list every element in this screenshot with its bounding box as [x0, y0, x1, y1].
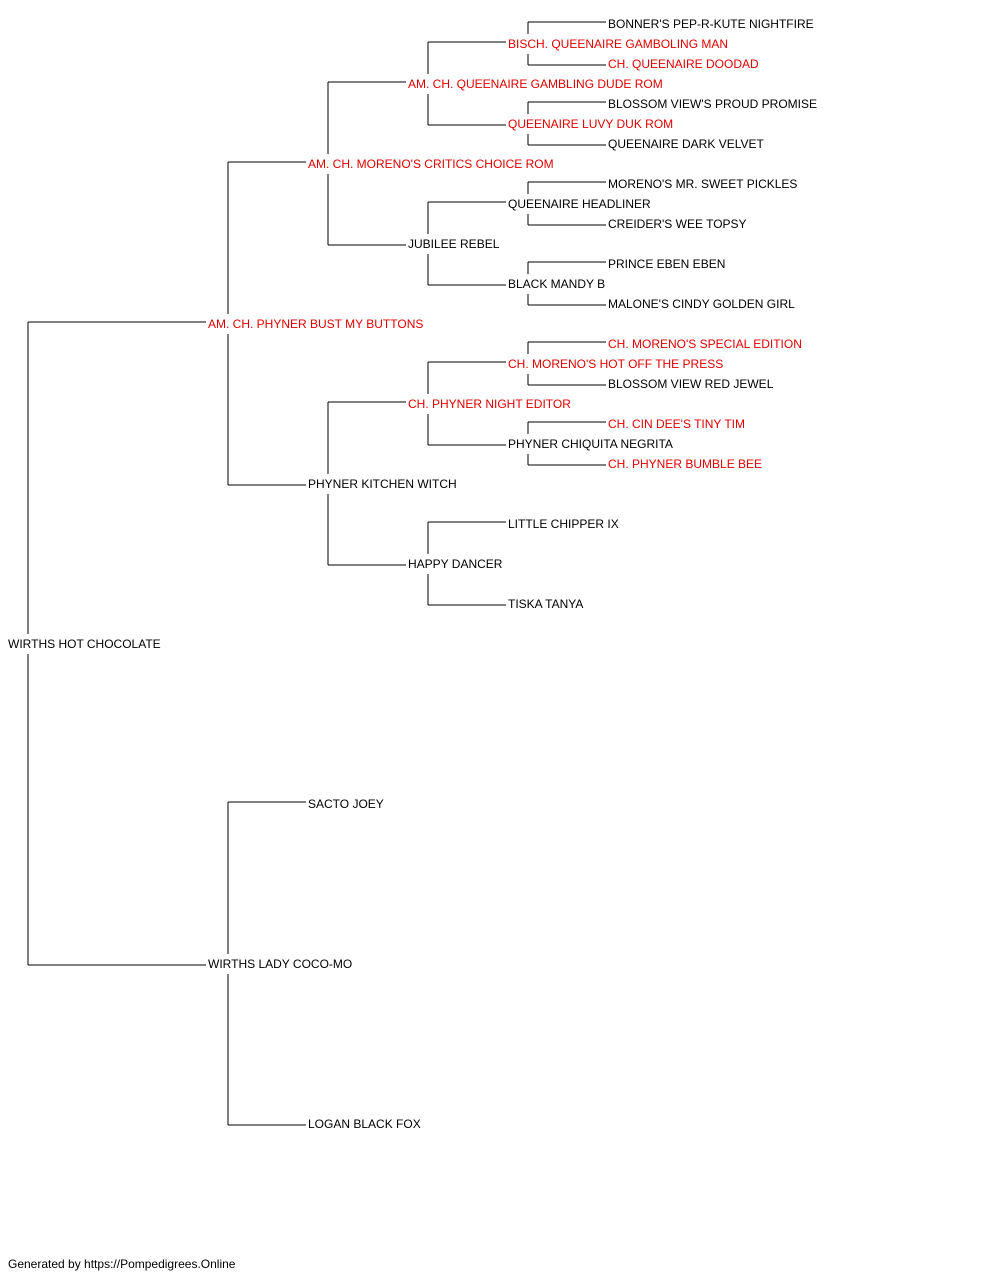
dog-name-sds: CH. PHYNER NIGHT EDITOR: [408, 397, 571, 411]
pedigree-labels: WIRTHS HOT CHOCOLATE AM. CH. PHYNER BUST …: [8, 17, 817, 1131]
dog-name-sssds: BLOSSOM VIEW'S PROUD PROMISE: [608, 97, 817, 111]
dog-name-dam-sire: SACTO JOEY: [308, 797, 384, 811]
dog-name-sddd: TISKA TANYA: [508, 597, 583, 611]
dog-name-sss: AM. CH. QUEENAIRE GAMBLING DUDE ROM: [408, 77, 663, 91]
dog-name-sire-dam: PHYNER KITCHEN WITCH: [308, 477, 457, 491]
dog-name-ssd: JUBILEE REBEL: [408, 237, 500, 251]
dog-name-dam-dam: LOGAN BLACK FOX: [308, 1117, 421, 1131]
dog-name-sdsd: PHYNER CHIQUITA NEGRITA: [508, 437, 673, 451]
dog-name-ssssd: CH. QUEENAIRE DOODAD: [608, 57, 759, 71]
dog-name-sdssd: BLOSSOM VIEW RED JEWEL: [608, 377, 774, 391]
dog-name-sire-sire: AM. CH. MORENO'S CRITICS CHOICE ROM: [308, 157, 554, 171]
dog-name-sdss: CH. MORENO'S HOT OFF THE PRESS: [508, 357, 723, 371]
pedigree-connector-lines: [27, 21, 606, 1126]
dog-name-sssss: BONNER'S PEP-R-KUTE NIGHTFIRE: [608, 17, 814, 31]
dog-name-ssdd: BLACK MANDY B: [508, 277, 605, 291]
dog-name-ssdds: PRINCE EBEN EBEN: [608, 257, 725, 271]
dog-name-sdsdd: CH. PHYNER BUMBLE BEE: [608, 457, 762, 471]
dog-name-sdsss: CH. MORENO'S SPECIAL EDITION: [608, 337, 802, 351]
dog-name-sdsds: CH. CIN DEE'S TINY TIM: [608, 417, 745, 431]
dog-name-sssd: QUEENAIRE LUVY DUK ROM: [508, 117, 673, 131]
dog-name-sdd: HAPPY DANCER: [408, 557, 503, 571]
dog-name-ssddd: MALONE'S CINDY GOLDEN GIRL: [608, 297, 795, 311]
dog-name-sdds: LITTLE CHIPPER IX: [508, 517, 619, 531]
dog-name-sire: AM. CH. PHYNER BUST MY BUTTONS: [208, 317, 423, 331]
dog-name-ssdsd: CREIDER'S WEE TOPSY: [608, 217, 747, 231]
dog-name-ssdss: MORENO'S MR. SWEET PICKLES: [608, 177, 797, 191]
dog-name-sssdd: QUEENAIRE DARK VELVET: [608, 137, 764, 151]
dog-name-root: WIRTHS HOT CHOCOLATE: [8, 637, 161, 651]
generated-by-footer: Generated by https://Pompedigrees.Online: [8, 1257, 236, 1271]
dog-name-ssss: BISCH. QUEENAIRE GAMBOLING MAN: [508, 37, 728, 51]
dog-name-ssds: QUEENAIRE HEADLINER: [508, 197, 651, 211]
dog-name-dam: WIRTHS LADY COCO-MO: [208, 957, 352, 971]
